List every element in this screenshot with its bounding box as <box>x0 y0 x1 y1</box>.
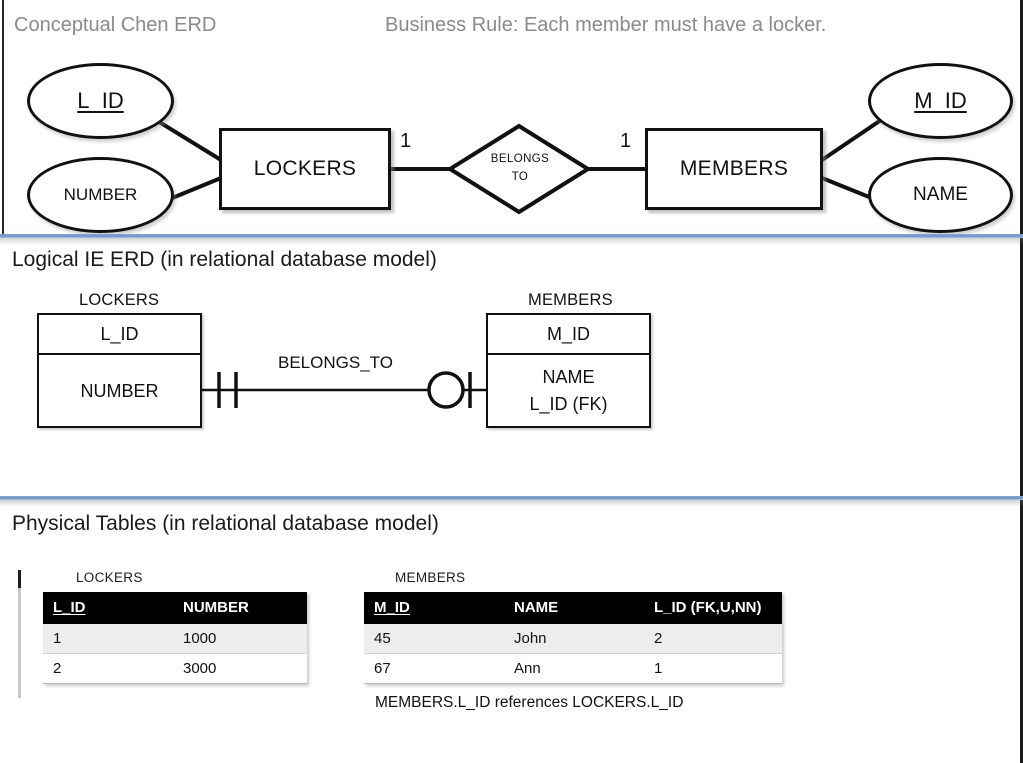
ie-entity-lockers: L_ID NUMBER <box>37 313 202 428</box>
ie-body-lockers: NUMBER <box>39 355 200 427</box>
cell-l-id: 1 <box>43 624 173 654</box>
ie-caption-members: MEMBERS <box>528 291 613 309</box>
table-caption-lockers: LOCKERS <box>76 570 143 585</box>
column-header-l-id: L_ID <box>43 592 173 624</box>
left-border <box>2 0 4 236</box>
entity-box-members: MEMBERS <box>645 128 823 210</box>
cardinality-left: 1 <box>400 130 412 152</box>
attribute-label: NAME <box>913 184 968 205</box>
table-header-row: M_ID NAME L_ID (FK,U,NN) <box>364 592 782 624</box>
section-divider-1 <box>0 234 1023 238</box>
entity-box-lockers: LOCKERS <box>219 128 391 210</box>
cell-number: 1000 <box>173 624 307 654</box>
entity-label: LOCKERS <box>253 157 357 180</box>
column-header-number: NUMBER <box>173 592 307 624</box>
table-row: 67 Ann 1 <box>364 653 782 684</box>
relationship-label-line2: TO <box>511 171 529 183</box>
table-row: 1 1000 <box>43 624 307 654</box>
entity-label: MEMBERS <box>679 157 789 180</box>
ie-attribute: NAME <box>542 367 595 387</box>
scroll-rail-cap[interactable] <box>18 570 21 590</box>
logical-heading: Logical IE ERD (in relational database m… <box>12 248 437 271</box>
scroll-rail[interactable] <box>18 588 21 698</box>
ie-pk-lockers: L_ID <box>39 315 200 355</box>
table-row: 2 3000 <box>43 653 307 684</box>
column-header-name: NAME <box>504 592 644 624</box>
column-header-l-id-fk: L_ID (FK,U,NN) <box>644 592 782 624</box>
table-header-row: L_ID NUMBER <box>43 592 307 624</box>
table-row: 45 John 2 <box>364 624 782 654</box>
section-divider-2-shadow <box>0 500 1023 507</box>
attribute-ellipse-name: NAME <box>868 157 1013 233</box>
cell-l-id: 2 <box>644 624 782 654</box>
ie-entity-members: M_ID NAME L_ID (FK) <box>486 313 651 428</box>
column-header-m-id: M_ID <box>364 592 504 624</box>
attribute-ellipse-m-id: M_ID <box>868 63 1013 139</box>
cell-number: 3000 <box>173 653 307 684</box>
cardinality-right: 1 <box>620 130 632 152</box>
ie-pk-members: M_ID <box>488 315 649 355</box>
relationship-diamond-label: BELONGS TO <box>470 140 570 198</box>
table-caption-members: MEMBERS <box>395 570 466 585</box>
physical-table-members: M_ID NAME L_ID (FK,U,NN) 45 John 2 67 An… <box>364 592 782 684</box>
attribute-label: NUMBER <box>63 185 138 204</box>
relationship-label-line1: BELONGS <box>490 153 550 166</box>
physical-table-lockers: L_ID NUMBER 1 1000 2 3000 <box>43 592 307 684</box>
attribute-label: L_ID <box>77 88 124 113</box>
section-divider-1-shadow <box>0 238 1023 245</box>
business-rule-text: Business Rule: Each member must have a l… <box>385 14 827 36</box>
cell-m-id: 45 <box>364 624 504 654</box>
ie-attribute: NUMBER <box>80 380 159 401</box>
attribute-ellipse-number: NUMBER <box>27 157 174 233</box>
cell-l-id: 1 <box>644 653 782 684</box>
ie-attribute-fk: L_ID (FK) <box>529 394 608 414</box>
conceptual-heading: Conceptual Chen ERD <box>14 14 217 36</box>
cell-name: Ann <box>504 653 644 684</box>
foreign-key-note: MEMBERS.L_ID references LOCKERS.L_ID <box>375 694 684 711</box>
section-divider-2 <box>0 496 1023 500</box>
cell-name: John <box>504 624 644 654</box>
attribute-ellipse-l-id: L_ID <box>27 63 174 139</box>
ie-connector-line <box>202 371 486 409</box>
ie-body-members: NAME L_ID (FK) <box>488 355 649 427</box>
ie-relationship-label: BELONGS_TO <box>278 353 393 372</box>
cell-l-id: 2 <box>43 653 173 684</box>
right-border <box>1020 0 1023 763</box>
attribute-label: M_ID <box>914 88 967 113</box>
cell-m-id: 67 <box>364 653 504 684</box>
physical-heading: Physical Tables (in relational database … <box>12 512 439 535</box>
ie-caption-lockers: LOCKERS <box>79 291 160 309</box>
